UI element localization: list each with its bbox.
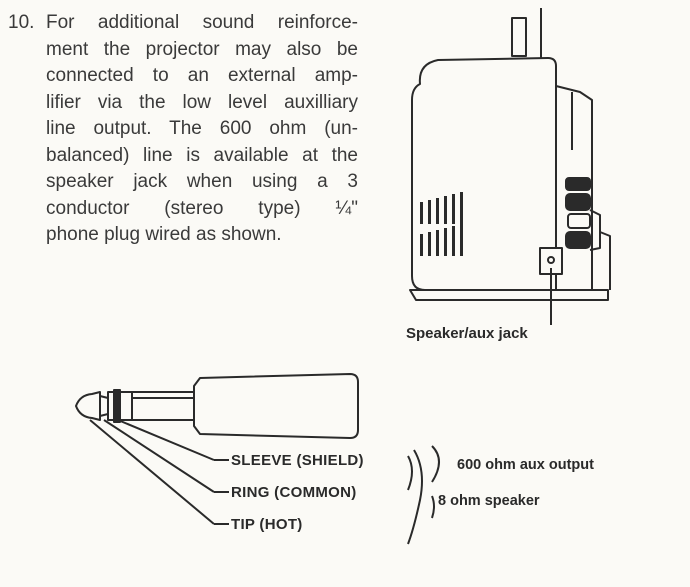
phone-plug-illustration [75, 373, 359, 525]
instruction-line: speaker jack when using a 3 [46, 171, 358, 192]
vent-grille [420, 192, 463, 256]
step-number: 10. [8, 12, 35, 33]
instruction-line: For additional sound reinforce- [46, 12, 358, 33]
instruction-line: connected to an external amp- [46, 65, 358, 86]
aux-output-label: 600 ohm aux output [457, 457, 594, 473]
instruction-line: conductor (stereo type) ¼" [46, 197, 358, 219]
instruction-line: lifier via the low level auxilliary [46, 91, 358, 113]
instruction-line: balanced) line is available at the [46, 144, 358, 166]
sleeve-label: SLEEVE (SHIELD) [231, 452, 364, 469]
instruction-line: line output. The 600 ohm (un- [46, 118, 358, 139]
projector-illustration [409, 8, 611, 325]
instruction-step: 10. For additional sound reinforce- ment… [8, 10, 388, 249]
instruction-line: ment the projector may also be [46, 38, 358, 60]
tip-label: TIP (HOT) [231, 516, 303, 533]
grouping-braces [407, 445, 440, 545]
speaker-output-label: 8 ohm speaker [438, 493, 540, 509]
ring-label: RING (COMMON) [231, 484, 357, 501]
speaker-aux-jack-label: Speaker/aux jack [406, 325, 528, 342]
instruction-line: phone plug wired as shown. [46, 224, 282, 245]
